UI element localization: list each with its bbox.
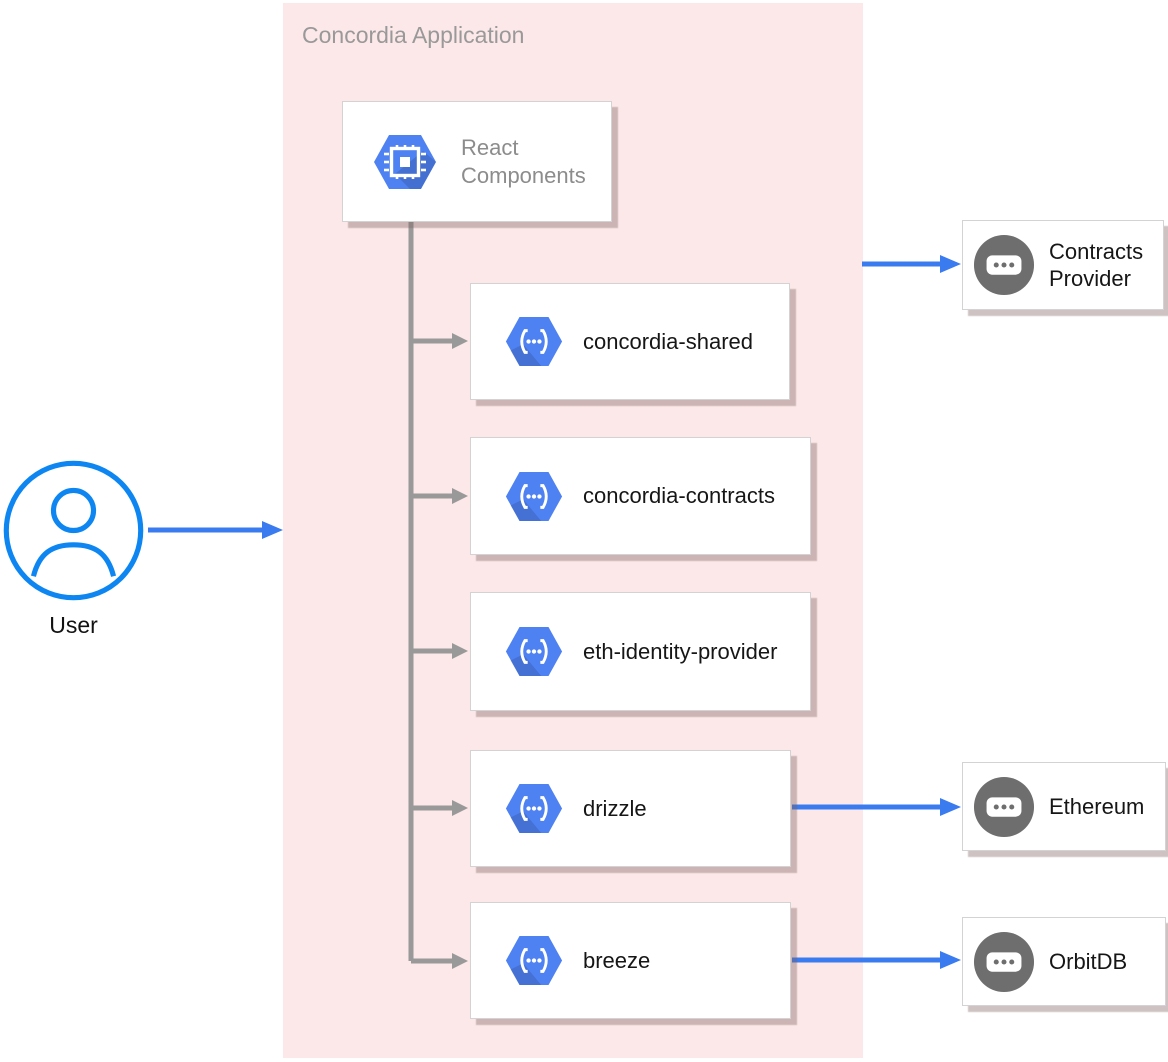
functions-hexagon-icon <box>505 626 563 677</box>
node-drizzle: drizzle <box>470 750 791 867</box>
functions-hexagon-icon <box>505 935 563 986</box>
node-eth-identity-provider: eth-identity-provider <box>470 592 811 711</box>
node-concordia-shared: concordia-shared <box>470 283 790 400</box>
user-label: User <box>49 612 98 638</box>
node-label: concordia-shared <box>583 328 753 354</box>
node-label: breeze <box>583 947 651 973</box>
node-contracts-provider: Contracts Provider <box>962 220 1164 310</box>
node-label: drizzle <box>583 795 647 821</box>
node-concordia-contracts: concordia-contracts <box>470 437 811 555</box>
node-label: Contracts Provider <box>1049 238 1144 292</box>
node-ethereum: Ethereum <box>962 762 1166 851</box>
dots-circle-icon <box>973 931 1035 993</box>
functions-hexagon-icon <box>505 471 563 522</box>
dots-circle-icon <box>973 776 1035 838</box>
node-label: concordia-contracts <box>583 483 775 509</box>
functions-hexagon-icon <box>505 783 563 834</box>
group-title: Concordia Application <box>302 22 525 48</box>
user-icon <box>2 459 145 602</box>
node-label: React Components <box>461 135 586 188</box>
dots-circle-icon <box>973 234 1035 296</box>
node-label: eth-identity-provider <box>583 638 778 664</box>
node-label: Ethereum <box>1049 793 1145 819</box>
user-actor <box>2 459 145 607</box>
node-react-components: React Components <box>342 101 612 222</box>
node-orbitdb: OrbitDB <box>962 917 1166 1006</box>
node-label: OrbitDB <box>1049 948 1128 974</box>
functions-hexagon-icon <box>505 316 563 367</box>
chip-hexagon-icon <box>373 134 437 190</box>
node-breeze: breeze <box>470 902 791 1019</box>
